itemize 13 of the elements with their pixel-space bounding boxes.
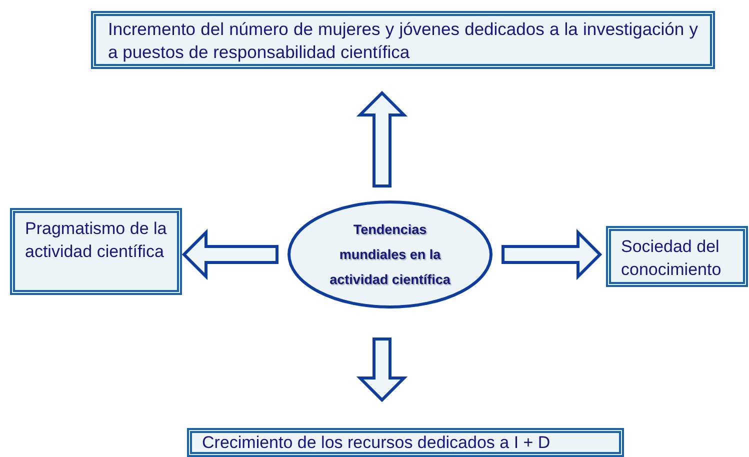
text-box [10,208,182,295]
text-box [187,428,624,457]
node-text: Pragmatismo de la actividad científica [25,218,167,263]
block-arrow [182,228,278,280]
block-arrow [502,228,602,280]
block-arrow [356,90,408,188]
node-text: Incremento del número de mujeres y jóvenes dedicados a la investigación y a puestos de responsabilidad científica [108,18,698,64]
text-box [91,11,715,69]
node-text: Crecimiento de los recursos dedicados a I + D [202,433,552,452]
node-text: Tendencias mundiales en la actividad científica [328,221,452,289]
block-arrow [356,338,408,402]
node-text: Sociedad del conocimiento [621,236,722,281]
text-box [606,226,748,287]
